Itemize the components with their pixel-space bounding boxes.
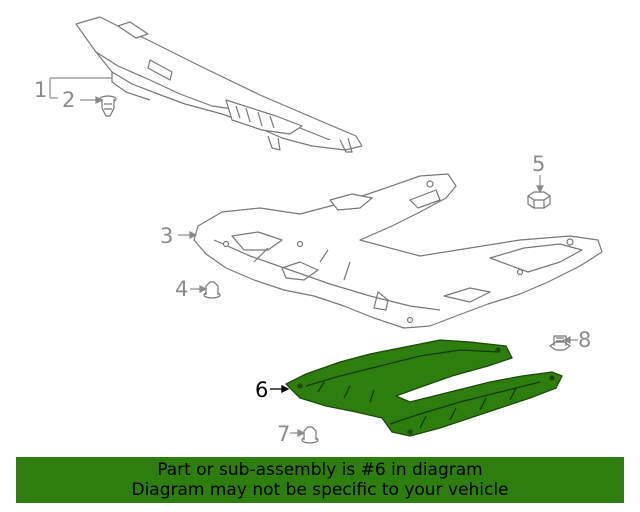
banner-line-1: Part or sub-assembly is #6 in diagram — [157, 460, 483, 480]
part-4-push-retainer — [203, 281, 221, 299]
part-1-splash-shield — [75, 16, 363, 153]
banner-line-2: Diagram may not be specific to your vehi… — [131, 480, 509, 500]
leader-lines — [49, 77, 578, 437]
part-3-lower-shield — [193, 173, 603, 329]
parts-diagram — [49, 16, 603, 444]
callout-6: 6 — [255, 378, 269, 402]
part-5-nut — [527, 191, 551, 209]
callout-4: 4 — [175, 277, 189, 301]
leader-line-6 — [270, 384, 290, 394]
callout-7: 7 — [277, 422, 291, 446]
callout-5: 5 — [532, 152, 546, 176]
callout-3: 3 — [160, 224, 174, 248]
callout-8: 8 — [578, 328, 592, 352]
part-8-bolt — [548, 335, 572, 351]
callout-2: 2 — [62, 88, 76, 112]
part-2-push-retainer — [99, 95, 117, 117]
info-banner: Part or sub-assembly is #6 in diagram Di… — [16, 457, 624, 503]
part-6-rear-shield — [285, 339, 563, 437]
callout-1: 1 — [34, 78, 48, 102]
part-7-push-retainer — [301, 426, 319, 444]
